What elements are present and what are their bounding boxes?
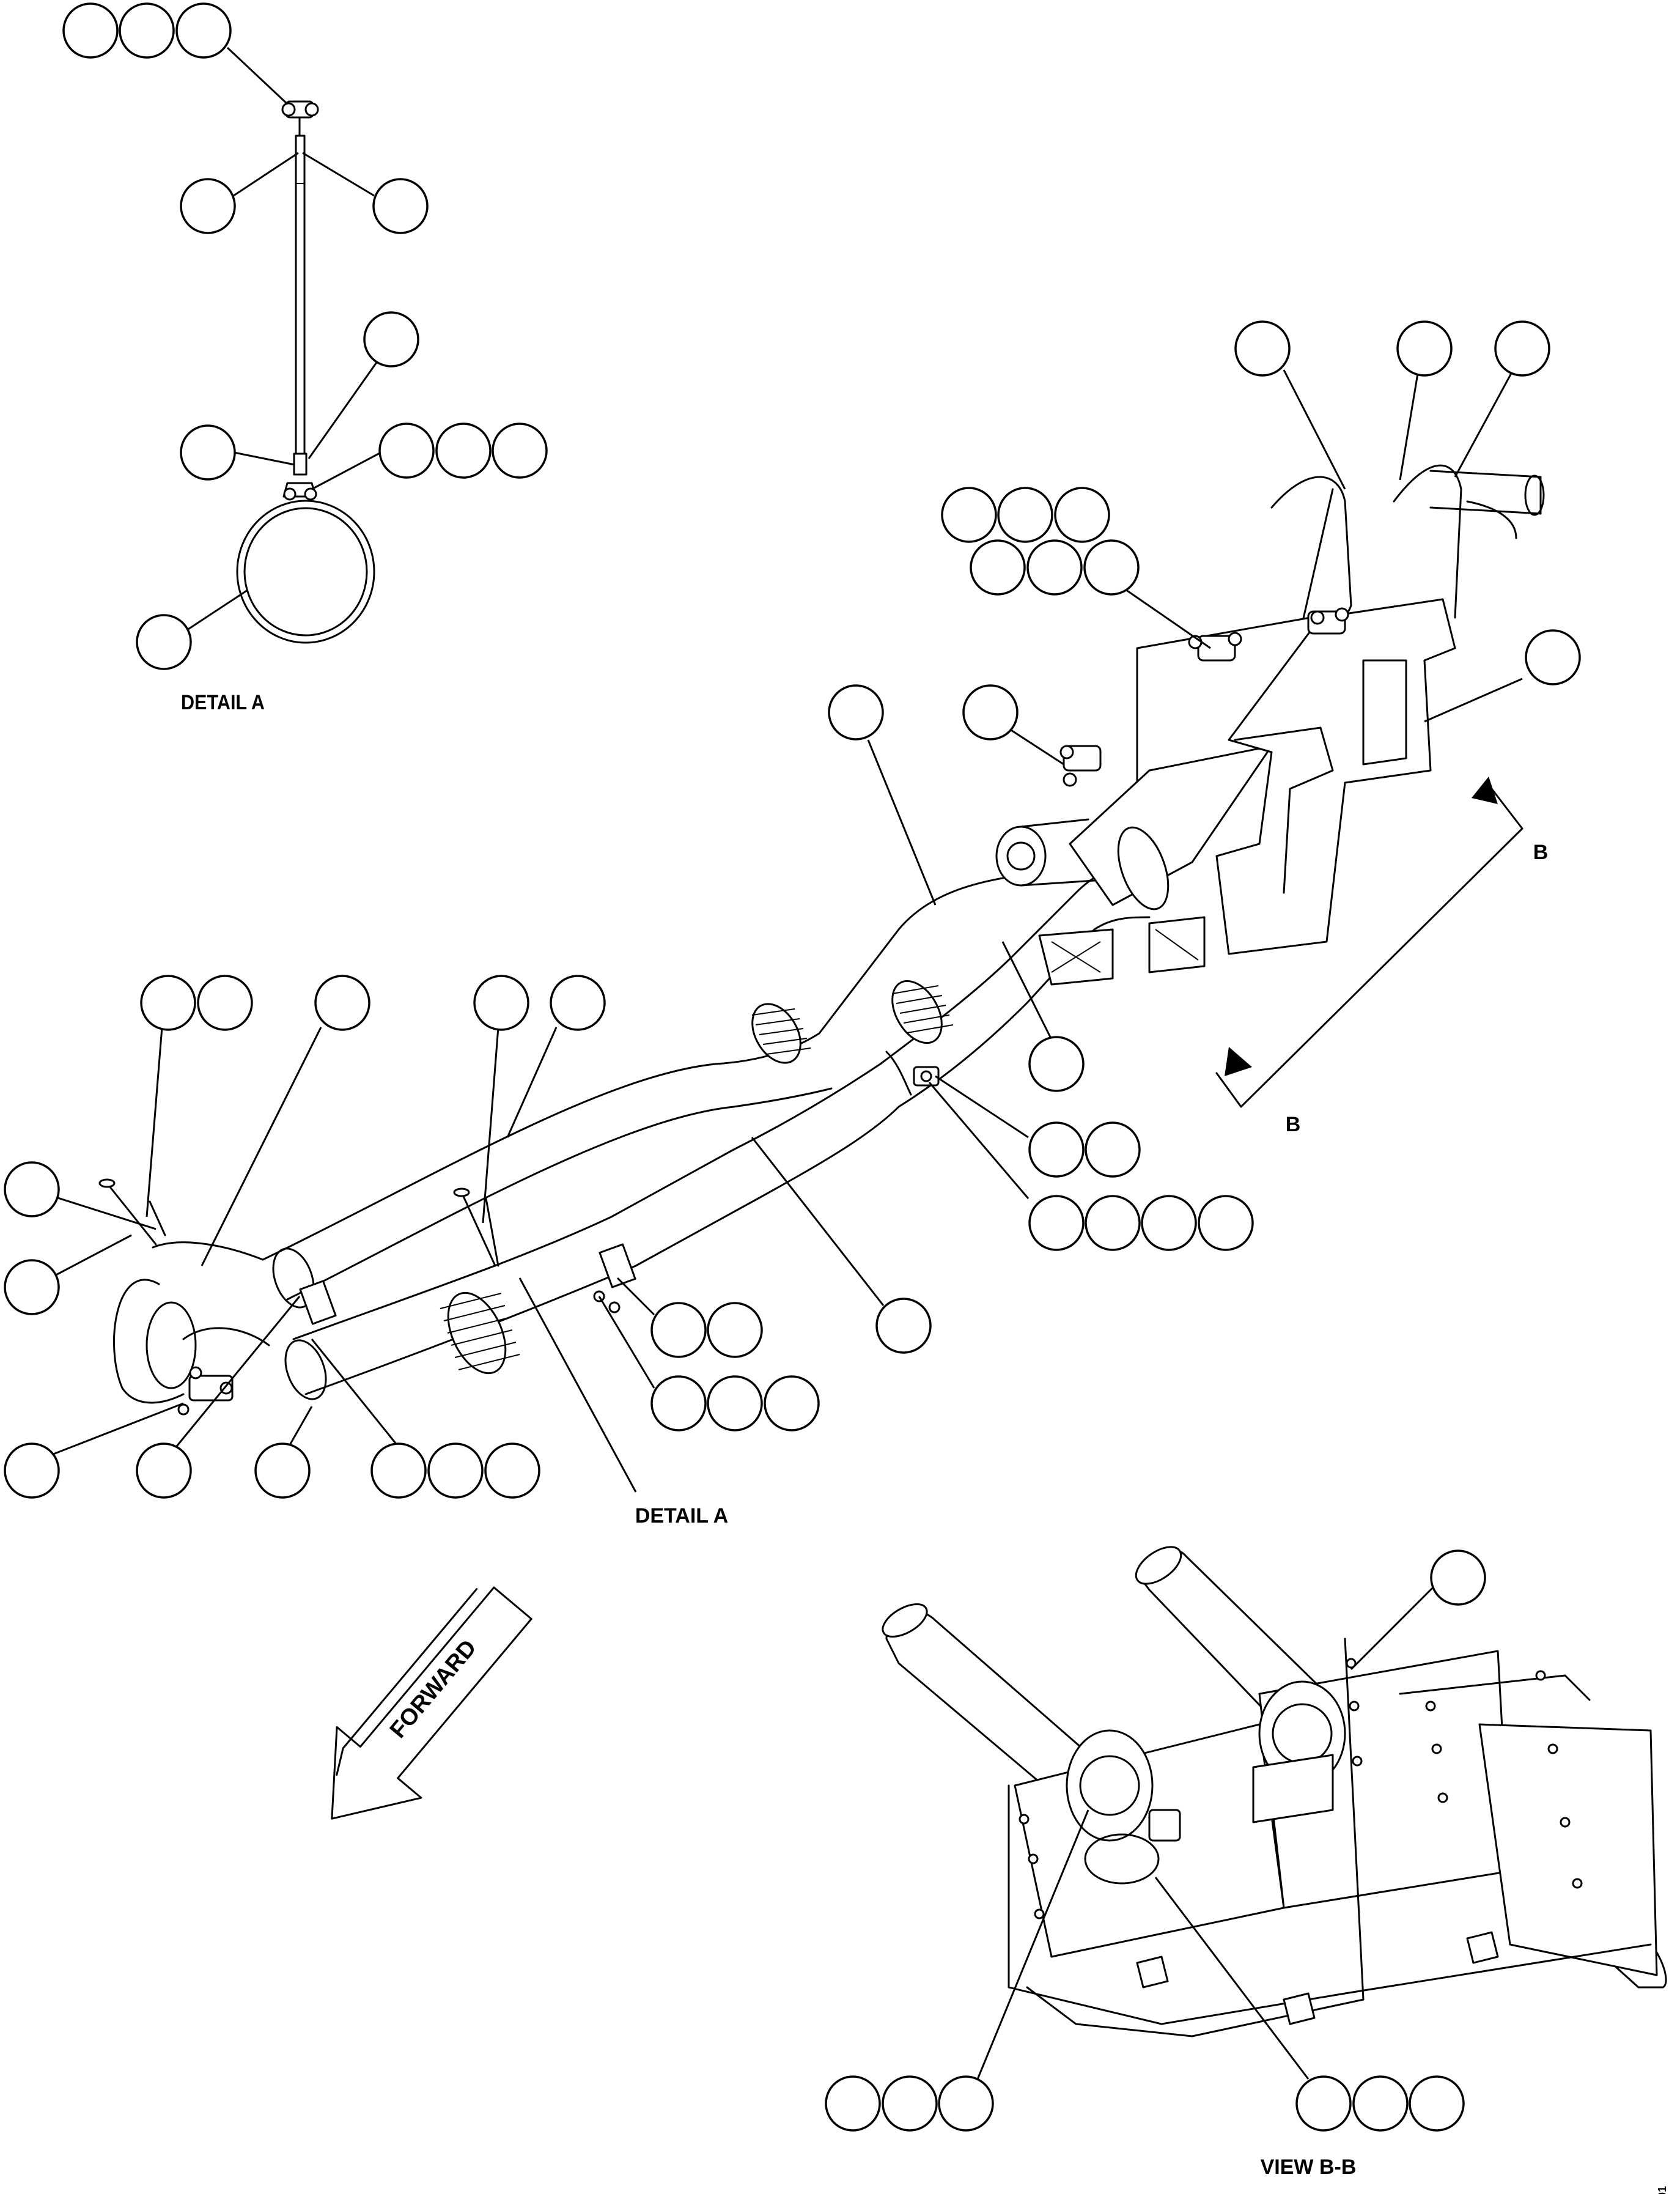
callout-balloon <box>484 1442 540 1499</box>
callout-balloon <box>136 1442 192 1499</box>
callout-balloon <box>938 2075 994 2132</box>
callout-balloon <box>372 178 429 234</box>
callout-balloon <box>180 424 236 481</box>
callout-balloon <box>650 1302 707 1358</box>
callout-balloon <box>707 1375 763 1431</box>
callout-balloon <box>4 1442 60 1499</box>
callout-balloon <box>1525 629 1581 685</box>
callout-balloon <box>4 1259 60 1315</box>
section-b-lower-label: B <box>1286 1113 1301 1136</box>
callout-balloon <box>941 487 997 543</box>
callout-balloon <box>882 2075 938 2132</box>
callout-balloon <box>254 1442 311 1499</box>
section-arrow-b <box>1215 777 1523 1108</box>
callout-balloon <box>62 2 119 59</box>
callout-balloon <box>550 975 606 1031</box>
view-bb-drawing <box>882 1546 1667 2037</box>
callout-balloon <box>1352 2075 1409 2132</box>
flex-bellows-upper-right <box>891 980 954 1044</box>
detail-a-hanger-drawing <box>236 100 375 644</box>
callout-balloon <box>1085 1195 1141 1251</box>
aftertreatment-upper-assembly <box>995 464 1545 986</box>
callout-balloon <box>1430 1549 1486 1606</box>
callout-balloon <box>1234 320 1291 377</box>
callout-balloon <box>1141 1195 1197 1251</box>
forward-arrow <box>331 1586 532 1820</box>
callout-balloon <box>825 2075 881 2132</box>
flex-bellows-upper-left <box>751 1003 811 1064</box>
callout-balloon <box>1409 2075 1465 2132</box>
exhaust-pipe-assembly <box>98 865 1151 1416</box>
flex-bellows-lower <box>440 1291 520 1375</box>
callout-balloon <box>314 975 370 1031</box>
callout-balloon <box>962 684 1019 741</box>
callout-balloon <box>997 487 1053 543</box>
callout-balloon <box>175 2 232 59</box>
callout-balloon <box>180 178 236 234</box>
callout-balloon <box>1028 1121 1085 1178</box>
callout-balloon <box>140 975 196 1031</box>
callout-balloon <box>473 975 529 1031</box>
callout-balloon <box>970 539 1026 596</box>
detail-a-top-label: DETAIL A <box>181 691 265 714</box>
callout-balloon <box>1083 539 1140 596</box>
callout-balloon <box>875 1298 932 1354</box>
callout-balloon <box>764 1375 820 1431</box>
view-bb-label: VIEW B-B <box>1261 2155 1357 2179</box>
callout-balloon <box>828 684 884 741</box>
callout-leaders <box>50 46 1523 2086</box>
callout-balloon <box>1396 320 1453 377</box>
callout-balloon <box>492 423 548 479</box>
callout-balloon <box>363 311 419 368</box>
drawing-number: g01 <box>1656 2186 1668 2194</box>
callout-balloon <box>370 1442 427 1499</box>
callout-balloon <box>1026 539 1083 596</box>
detail-a-main-label: DETAIL A <box>635 1504 728 1527</box>
callout-balloon <box>378 423 435 479</box>
callout-balloon <box>197 975 253 1031</box>
callout-balloon <box>707 1302 763 1358</box>
callout-balloon <box>435 423 492 479</box>
callout-balloon <box>427 1442 484 1499</box>
callout-balloon <box>1494 320 1550 377</box>
callout-balloon <box>1085 1121 1141 1178</box>
callout-balloon <box>119 2 175 59</box>
callout-balloon <box>1028 1195 1085 1251</box>
callout-balloon <box>136 614 192 670</box>
section-b-upper-label: B <box>1533 841 1549 864</box>
callout-balloons <box>4 2 1581 2132</box>
callout-balloon <box>1028 1036 1085 1092</box>
view-bb-fasteners <box>1019 1658 1583 1919</box>
callout-balloon <box>1295 2075 1352 2132</box>
callout-balloon <box>1054 487 1110 543</box>
callout-balloon <box>1198 1195 1254 1251</box>
callout-balloon <box>4 1161 60 1217</box>
callout-balloon <box>650 1375 707 1431</box>
